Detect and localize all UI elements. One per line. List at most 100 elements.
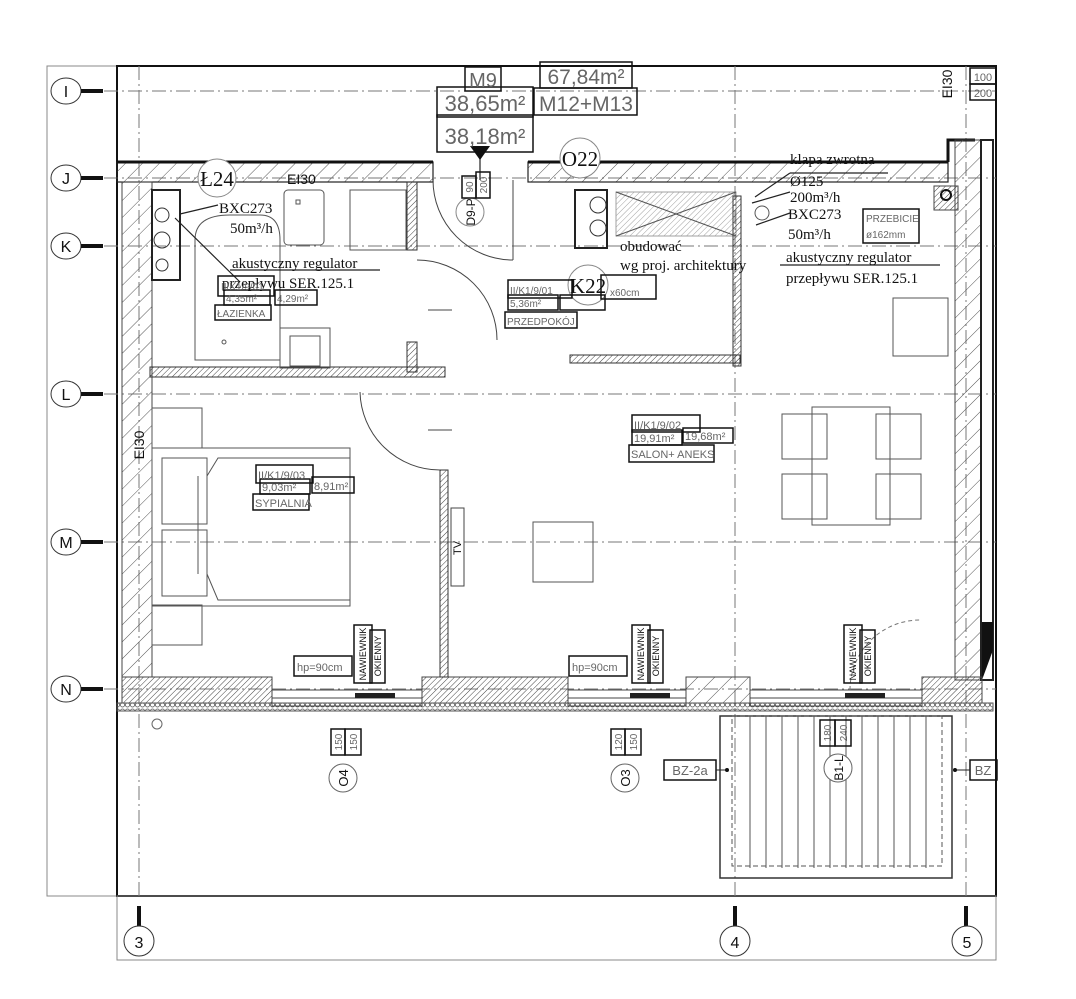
svg-text:150: 150 (629, 733, 640, 750)
leader-lines (174, 150, 940, 283)
svg-text:hp=90cm: hp=90cm (297, 662, 343, 674)
column-axis-markers (123, 906, 983, 957)
bath-regulator-1: akustyczny regulator (232, 256, 357, 272)
fire-rating-top: EI30 (287, 171, 316, 187)
wall-top-left (116, 161, 434, 183)
balcony (719, 715, 953, 879)
svg-text:II/K1/9/03: II/K1/9/03 (258, 470, 305, 482)
svg-text:O3: O3 (618, 769, 633, 786)
svg-text:B1-L: B1-L (832, 755, 846, 781)
axis-K (50, 232, 103, 260)
window-o3-labels: hp=90cm NAWIEWNIK OKIENNY 120 150 O3 (572, 628, 661, 787)
kitchen-tag: O22 (562, 147, 598, 171)
kitchen-penetration-label: PRZEBICIE (866, 214, 919, 225)
axis-label-K: K (61, 239, 72, 256)
svg-text:II/K1/9/01: II/K1/9/01 (221, 282, 264, 293)
kitchen-valve: klapa zwrotna (790, 152, 875, 168)
svg-text:150: 150 (349, 733, 360, 750)
axis-label-5: 5 (963, 935, 972, 952)
bedroom-door-swing (359, 391, 441, 471)
axis-L (50, 380, 103, 408)
wall-right (954, 139, 982, 681)
axis-J (50, 164, 103, 192)
svg-text:NAWIEWNIK: NAWIEWNIK (848, 628, 858, 681)
axis-label-N: N (60, 682, 72, 699)
bath-fan: BXC273 (219, 201, 272, 217)
svg-text:II/K1/9/01: II/K1/9/01 (510, 286, 553, 297)
svg-text:SALON+ ANEKS: SALON+ ANEKS (631, 449, 714, 461)
fire-rating-top-right: EI30 (939, 69, 955, 98)
kitchen-regulator-2: przepływu SER.125.1 (786, 271, 918, 287)
svg-text:OKIENNY: OKIENNY (373, 636, 383, 677)
kitchen-penetration-size: ø162mm (866, 230, 905, 241)
tag-bubble-kitchen (559, 137, 601, 179)
shaft-note-2: wg proj. architektury (620, 258, 747, 274)
svg-text:PRZEDPOKÓJ: PRZEDPOKÓJ (507, 315, 575, 328)
balcony-tag-right: BZ (975, 763, 992, 778)
door-height: 200 (479, 176, 490, 193)
axis-I (50, 77, 103, 105)
sheet-frame-inner (116, 65, 997, 897)
door-tag: D9-P (464, 198, 478, 225)
tv-label: TV (452, 540, 464, 555)
axis-label-J: J (62, 171, 70, 188)
kitchen-fan: BXC273 (788, 207, 841, 223)
insulation-layer (116, 702, 994, 712)
tag-bubble-window-o4 (328, 763, 358, 793)
unit-area-secondary: 38,18m² (445, 124, 526, 149)
svg-text:NAWIEWNIK: NAWIEWNIK (636, 628, 646, 681)
room-label-bedroom: II/K1/9/03 9,03m² 8,91m² SYPIALNIA (255, 470, 349, 510)
axis-M (50, 528, 103, 556)
tag-bubble-bathroom (197, 158, 237, 198)
balcony-tag-left: BZ-2a (672, 763, 708, 778)
window-b1l-labels: NAWIEWNIK OKIENNY 180 240 B1-L (823, 628, 873, 781)
svg-text:OKIENNY: OKIENNY (863, 636, 873, 677)
svg-text:19,91m²: 19,91m² (634, 433, 675, 445)
bathroom-fixtures (194, 189, 407, 369)
dining-set (781, 406, 922, 526)
svg-text:150: 150 (334, 733, 345, 750)
door-width: 90 (465, 181, 476, 193)
svg-text:O4: O4 (336, 769, 351, 786)
wall-bedroom-living (439, 469, 449, 678)
row-axis-markers (50, 77, 103, 703)
bath-flow: 50m³/h (230, 221, 273, 237)
svg-text:4,35m²: 4,35m² (226, 294, 258, 305)
svg-text:19,68m²: 19,68m² (685, 431, 726, 443)
room-label-hall: II/K1/9/01 5,36m² PRZEDPOKÓJ (507, 286, 575, 328)
bathroom-tag: Ł24 (200, 167, 234, 191)
combined-area: 67,84m² (547, 66, 624, 89)
svg-text:8,91m²: 8,91m² (314, 481, 349, 493)
shaft-note-1: obudować (620, 239, 682, 255)
label-boxes (214, 61, 998, 781)
svg-text:SYPIALNIA: SYPIALNIA (255, 498, 313, 510)
bath-regulator-2: przepływu SER.125.1 (222, 276, 354, 292)
svg-text:180: 180 (823, 724, 834, 741)
svg-text:ŁAZIENKA: ŁAZIENKA (217, 309, 266, 320)
bedroom-furniture (151, 407, 351, 646)
svg-text:II/K1/9/02: II/K1/9/02 (634, 420, 681, 432)
unit-area-primary: 38,65m² (445, 91, 526, 116)
svg-text:OKIENNY: OKIENNY (651, 636, 661, 677)
wall-bath-bedroom (149, 366, 446, 378)
wall-left (121, 181, 153, 678)
dim-bottom: 200 (974, 88, 992, 100)
svg-text:240: 240 (839, 724, 850, 741)
svg-text:5,36m²: 5,36m² (510, 299, 542, 310)
room-label-bathroom: II/K1/9/01 4,35m² 4,29m² ŁAZIENKA (217, 282, 309, 320)
sheet-frame-outer (46, 65, 997, 897)
svg-text:4,29m²: 4,29m² (277, 294, 309, 305)
axis-label-4: 4 (731, 935, 740, 952)
svg-text:NAWIEWNIK: NAWIEWNIK (358, 628, 368, 681)
axis-N (50, 675, 103, 703)
svg-text:hp=90cm: hp=90cm (572, 662, 618, 674)
svg-text:9,03m²: 9,03m² (262, 482, 297, 494)
tag-bubble-hall (567, 264, 609, 306)
axis-label-M: M (59, 535, 72, 552)
combined-units: M12+M13 (539, 93, 633, 116)
kitchen-regulator-1: akustyczny regulator (786, 250, 911, 266)
kitchen-diameter: Ø125 (790, 174, 823, 190)
window-o4-labels: hp=90cm NAWIEWNIK OKIENNY 150 150 O4 (297, 628, 383, 787)
room-label-living: II/K1/9/02 19,91m² 19,68m² SALON+ ANEKS (631, 420, 726, 461)
entrance-arrow-icon (470, 146, 490, 160)
